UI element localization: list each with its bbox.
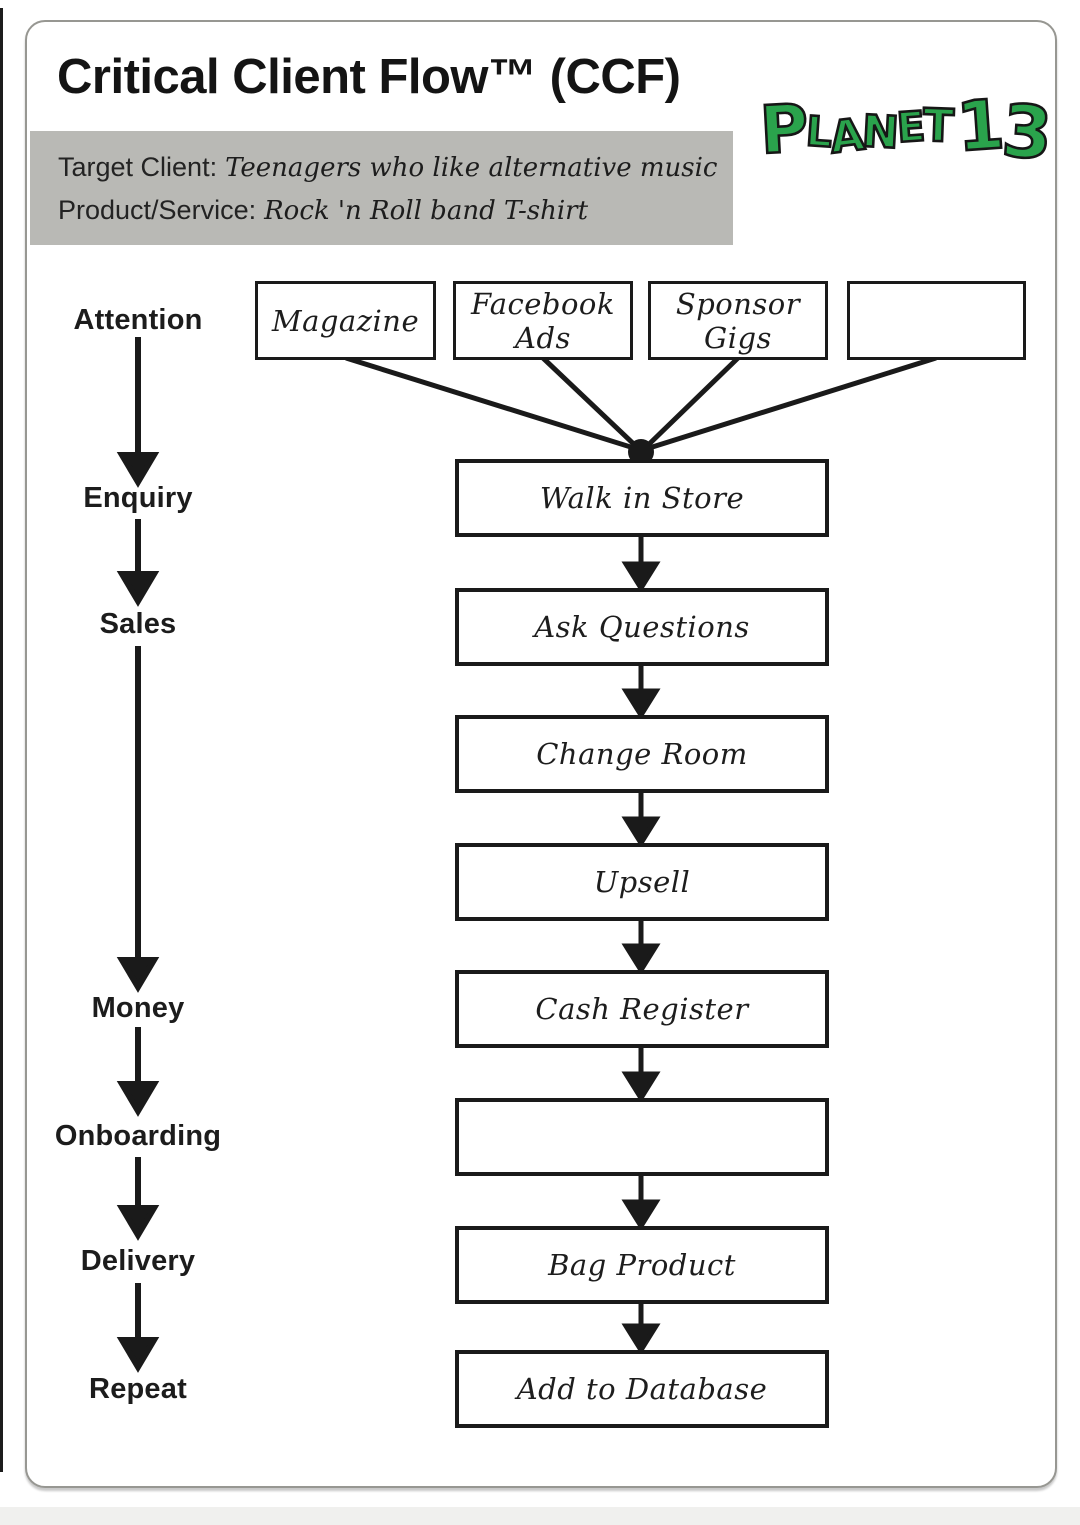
flow-arrow-head bbox=[621, 943, 661, 975]
stage-label-onboarding: Onboarding bbox=[54, 1120, 222, 1152]
stage-label-attention: Attention bbox=[73, 304, 203, 336]
page-title: Critical Client Flow™ (CCF) bbox=[57, 50, 681, 104]
channel-box-label: Facebook Ads bbox=[471, 286, 615, 355]
stage-label-money: Money bbox=[91, 992, 185, 1024]
stage-label-repeat: Repeat bbox=[89, 1373, 187, 1405]
stage-arrow-head bbox=[116, 1205, 160, 1241]
channel-box-facebook-ads: Facebook Ads bbox=[453, 281, 633, 360]
flow-box-label: Walk in Store bbox=[539, 481, 745, 515]
converge-line bbox=[541, 356, 642, 452]
product-service-row: Product/Service:Rock 'n Roll band T-shir… bbox=[58, 189, 733, 232]
flow-arrow-head bbox=[621, 1071, 661, 1103]
stage-arrow-head bbox=[116, 1337, 160, 1373]
flow-box-label: Add to Database bbox=[516, 1372, 768, 1406]
flow-box-change-room: Change Room bbox=[455, 715, 829, 793]
flow-box-ask-questions: Ask Questions bbox=[455, 588, 829, 666]
flow-arrow-head bbox=[621, 561, 661, 593]
channel-box-empty bbox=[847, 281, 1026, 360]
page-bottom-strip bbox=[0, 1507, 1080, 1525]
brief-panel: Target Client:Teenagers who like alterna… bbox=[30, 131, 733, 245]
flow-box-empty-onboarding bbox=[455, 1098, 829, 1176]
converge-line bbox=[645, 355, 937, 452]
stage-arrows bbox=[116, 337, 160, 1373]
flow-box-upsell: Upsell bbox=[455, 843, 829, 921]
flow-box-walk-in-store: Walk in Store bbox=[455, 459, 829, 537]
flow-arrow-head bbox=[621, 1199, 661, 1231]
stage-label-enquiry: Enquiry bbox=[83, 482, 193, 514]
channel-box-label: Sponsor Gigs bbox=[675, 286, 801, 355]
flow-box-cash-register: Cash Register bbox=[455, 970, 829, 1048]
converge-line bbox=[641, 356, 740, 452]
target-client-value: Teenagers who like alternative music bbox=[225, 153, 718, 183]
flow-box-label: Change Room bbox=[536, 737, 748, 771]
channel-box-label: Magazine bbox=[271, 303, 420, 338]
stage-arrow-head bbox=[116, 957, 160, 993]
flow-box-label: Ask Questions bbox=[534, 610, 750, 644]
flow-arrow-head bbox=[621, 1323, 661, 1355]
stage-arrow-head bbox=[116, 1081, 160, 1117]
stage-arrow-head bbox=[116, 452, 160, 488]
flow-box-label: Cash Register bbox=[535, 992, 749, 1026]
flow-box-label: Upsell bbox=[593, 865, 691, 899]
channel-box-sponsor-gigs: Sponsor Gigs bbox=[648, 281, 828, 360]
flow-arrow-head bbox=[621, 688, 661, 720]
target-client-label: Target Client: bbox=[58, 152, 218, 182]
product-service-label: Product/Service: bbox=[58, 195, 257, 225]
stage-label-delivery: Delivery bbox=[80, 1245, 196, 1277]
page-left-edge bbox=[0, 8, 3, 1472]
flow-box-bag-product: Bag Product bbox=[455, 1226, 829, 1304]
stage-label-sales: Sales bbox=[99, 608, 177, 640]
flow-arrows bbox=[621, 537, 661, 1355]
converge-lines bbox=[345, 355, 937, 452]
flow-box-add-to-database: Add to Database bbox=[455, 1350, 829, 1428]
flow-arrow-head bbox=[621, 816, 661, 848]
converge-line bbox=[345, 355, 638, 452]
converge-dot bbox=[628, 439, 654, 465]
stage-arrow-head bbox=[116, 571, 160, 607]
flow-box-label: Bag Product bbox=[548, 1248, 736, 1282]
channel-box-magazine: Magazine bbox=[255, 281, 436, 360]
product-service-value: Rock 'n Roll band T-shirt bbox=[264, 196, 589, 226]
target-client-row: Target Client:Teenagers who like alterna… bbox=[58, 146, 733, 189]
